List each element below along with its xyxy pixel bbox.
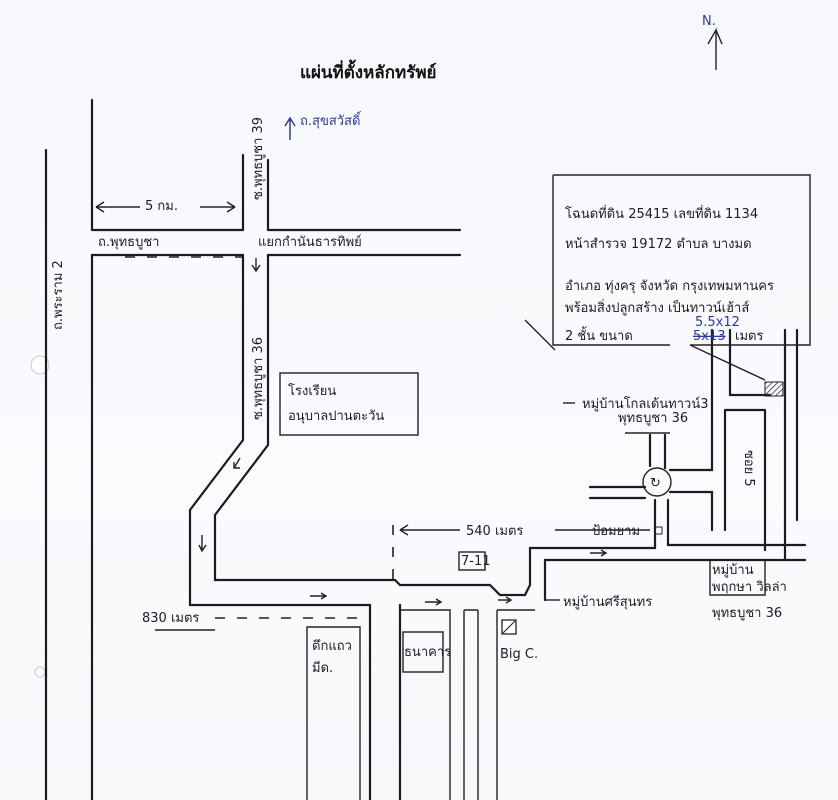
- box-line-district: อำเภอ ทุ่งครุ จังหวัด กรุงเทพมหานคร: [565, 279, 774, 294]
- label-school-line2: อนุบาลปานตะวัน: [288, 409, 384, 424]
- school-building: โรงเรียน อนุบาลปานตะวัน: [279, 372, 419, 436]
- box-line-building: พร้อมสิ่งปลูกสร้าง เป็นทาวน์เฮ้าส์: [565, 298, 749, 316]
- label-540m: 540 เมตร: [466, 524, 523, 539]
- label-junction: แยกกำนันธารทิพย์: [258, 234, 362, 250]
- direction-suksawat: ถ.สุขสวัสดิ์: [284, 111, 362, 140]
- label-5km: 5 กม.: [145, 199, 178, 214]
- label-rama2: ถ.พระราม 2: [51, 260, 66, 330]
- box-size-unit: เมตร: [735, 329, 763, 344]
- label-soi36: ซ.พุทธบูชา 36: [251, 337, 266, 420]
- label-golden-town-line1: หมู่บ้านโกลเด้นทาวน์3: [582, 396, 709, 412]
- pruksa-villa: หมู่บ้าน พฤกษา วิลล่า พุทธบูชา 36: [709, 560, 787, 621]
- box-line-deed: โฉนดที่ดิน 25415 เลขที่ดิน 1134: [565, 205, 758, 222]
- bank-building: ธนาคาร: [400, 609, 535, 800]
- label-golden-town-line2: พุทธบูชา 36: [618, 411, 688, 426]
- label-bigc: Big C.: [500, 647, 538, 662]
- roundabout: ↻ หมู่บ้านโกลเด้นทาวน์3 พุทธบูชา 36 ซอย …: [563, 328, 799, 562]
- road-soi36: ซ.พุทธบูชา 36: [188, 253, 807, 800]
- label-7-11: 7-11: [461, 554, 491, 569]
- label-pruksa-line2: พฤกษา วิลล่า: [712, 580, 787, 595]
- label-soi-side: ซอย 5: [741, 450, 756, 487]
- label-830m: 830 เมตร: [142, 611, 199, 626]
- north-arrow-icon: N.: [702, 14, 723, 70]
- label-school-line1: โรงเรียน: [288, 383, 336, 399]
- label-pruksa-line3: พุทธบูชา 36: [712, 606, 782, 621]
- label-guard-post: ป้อมยาม: [592, 524, 640, 539]
- big-c-store: Big C.: [500, 619, 538, 662]
- binder-hole-small: [34, 666, 46, 678]
- distance-540m: 540 เมตร: [392, 524, 650, 580]
- shophouse: ตึกแถว มีด.: [306, 626, 361, 800]
- target-property-marker: [764, 381, 784, 397]
- road-rama2: ถ.พระราม 2: [44, 98, 94, 800]
- box-line-size-prefix: 2 ชั้น ขนาด: [565, 326, 633, 344]
- u-turn-icon: ↻: [650, 476, 661, 491]
- distance-830m: 830 เมตร: [142, 611, 370, 631]
- property-info-box: โฉนดที่ดิน 25415 เลขที่ดิน 1134 หน้าสำรว…: [524, 174, 811, 381]
- guard-post-marker: [654, 526, 663, 535]
- box-size-corrected: 5.5x12: [695, 315, 740, 330]
- label-shophouse-line1: ตึกแถว: [312, 639, 352, 654]
- binder-hole: [30, 355, 50, 375]
- label-village-sri: หมู่บ้านศรีสุนทร: [563, 594, 652, 610]
- map-title: แผ่นที่ตั้งหลักทรัพย์: [300, 59, 437, 83]
- label-shophouse-line2: มีด.: [312, 660, 333, 676]
- label-phutthabucha-road: ถ.พุทธบูชา: [98, 235, 159, 250]
- label-bank: ธนาคาร: [404, 645, 451, 660]
- label-suksawat: ถ.สุขสวัสดิ์: [300, 111, 362, 129]
- road-phutthabucha: ถ.พุทธบูชา แยกกำนันธารทิพย์: [90, 228, 462, 258]
- village-sri: หมู่บ้านศรีสุนทร: [545, 594, 652, 610]
- label-pruksa-line1: หมู่บ้าน: [712, 563, 754, 578]
- seven-eleven-store: 7-11: [458, 551, 491, 571]
- road-soi39: ซ.พุทธบูชา 39: [241, 117, 270, 232]
- box-size-struck: 5x13: [693, 329, 726, 344]
- distance-5km: 5 กม.: [95, 197, 236, 214]
- label-soi39: ซ.พุทธบูชา 39: [251, 117, 266, 200]
- north-label: N.: [702, 14, 716, 29]
- box-line-survey: หน้าสำรวจ 19172 ตำบล บางมด: [565, 237, 752, 252]
